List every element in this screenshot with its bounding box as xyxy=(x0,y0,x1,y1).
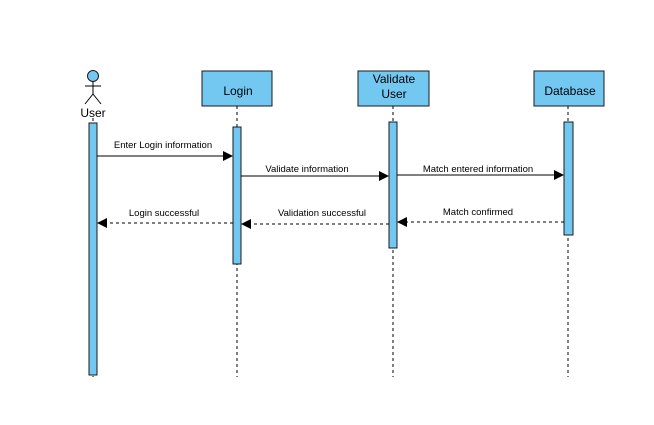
activation-bars xyxy=(88,121,574,376)
message-label-validate-information: Validate information xyxy=(265,164,348,175)
message-label-validation-successful: Validation successful xyxy=(278,208,366,219)
participant-box-database xyxy=(533,70,605,107)
actor-leg-left xyxy=(84,93,94,105)
actor-icon xyxy=(84,70,102,105)
message-label-match-entered-information: Match entered information xyxy=(423,164,533,175)
participant-label-user: User xyxy=(80,106,105,120)
participant-label-validate-line1: Validate xyxy=(373,72,416,86)
message-label-match-confirmed: Match confirmed xyxy=(443,207,513,218)
message-label-login-successful: Login successful xyxy=(129,208,199,219)
actor-head xyxy=(87,70,99,82)
participant-user: User xyxy=(80,70,106,120)
participant-database: Database xyxy=(533,70,605,107)
participant-login: Login xyxy=(201,70,273,107)
activation-bar-database xyxy=(563,121,574,236)
participant-box-validate-user xyxy=(357,70,430,107)
participant-label-database: Database xyxy=(544,84,596,98)
participant-box-login xyxy=(201,70,273,107)
participant-label-validate-line2: User xyxy=(381,87,406,101)
message-label-enter-login-information: Enter Login information xyxy=(114,140,212,151)
activation-bar-login xyxy=(232,126,242,265)
participant-label-login: Login xyxy=(223,84,252,98)
actor-leg-right xyxy=(92,93,102,105)
activation-bar-user xyxy=(88,122,98,376)
messages: Enter Login information Validate informa… xyxy=(97,140,564,229)
activation-bar-validate xyxy=(388,121,398,249)
participant-validate-user: Validate User xyxy=(357,70,430,107)
